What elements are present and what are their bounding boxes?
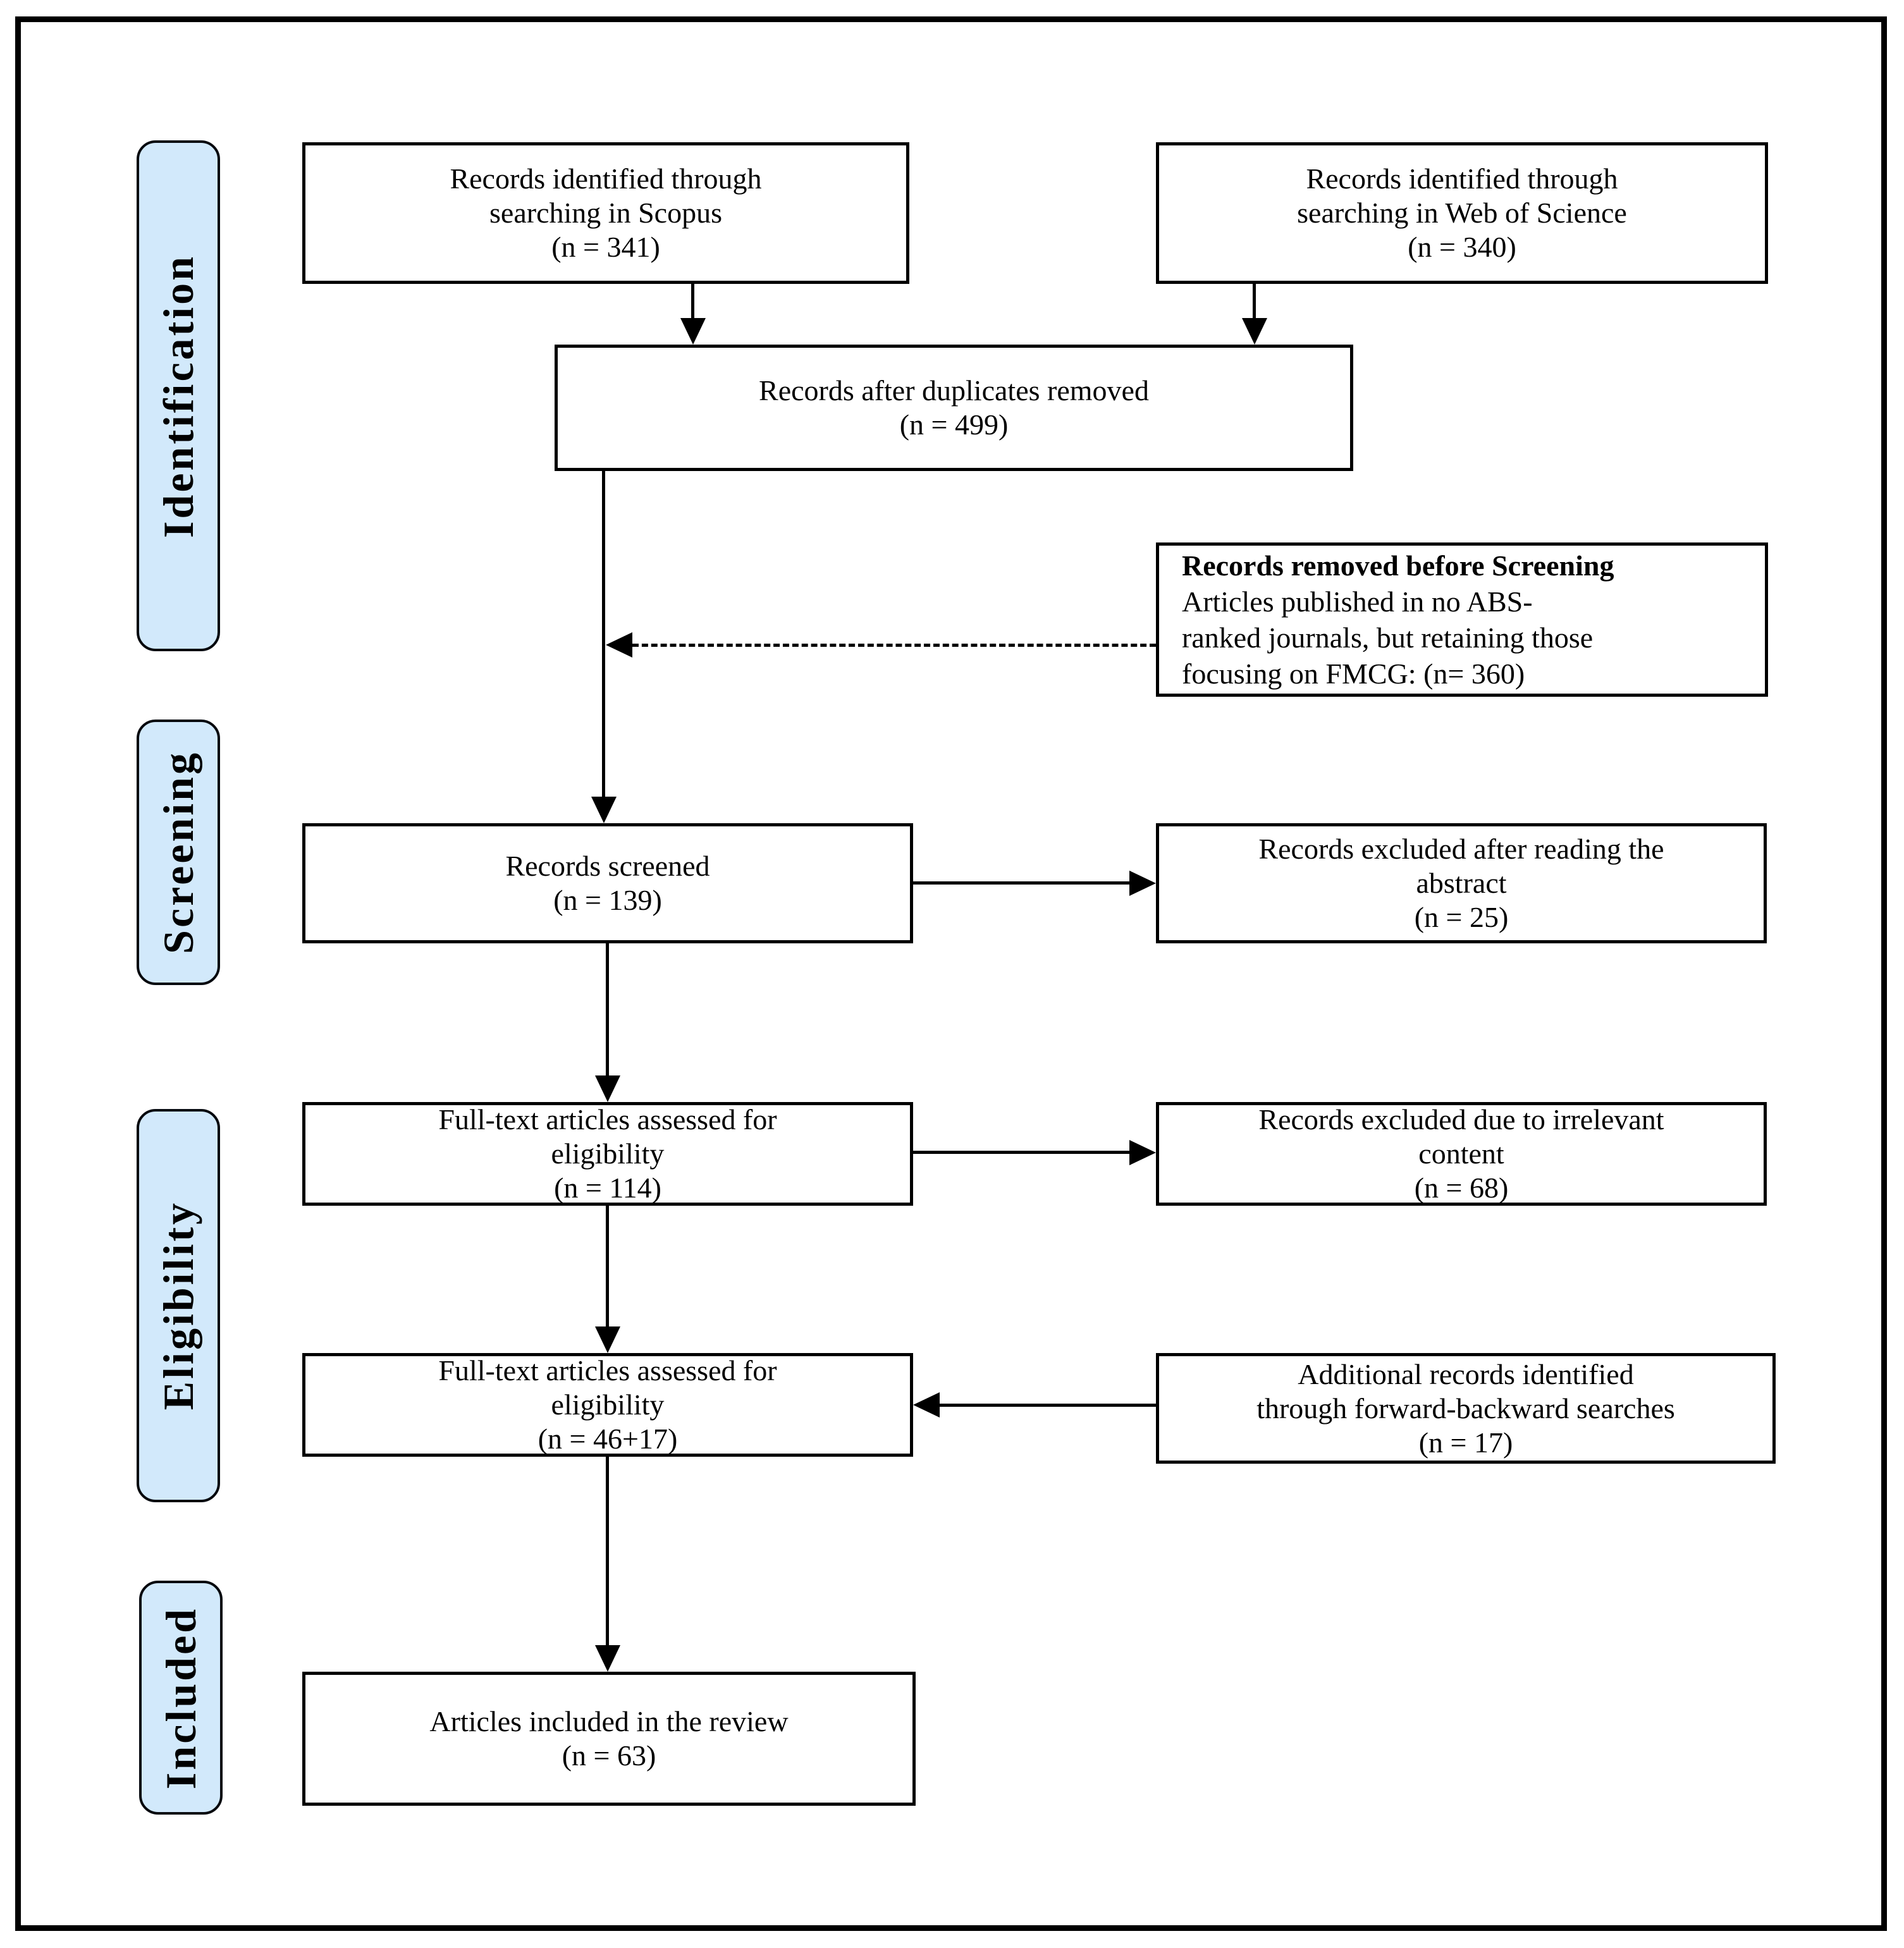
arrow-scopus-to-duplicates-line: [691, 283, 694, 321]
box-duplicates-line: Records after duplicates removed: [759, 374, 1149, 407]
box-additional-records: Additional records identified through fo…: [1156, 1353, 1776, 1464]
box-records-screened: Records screened (n = 139): [302, 823, 913, 943]
arrow-additional-to-fulltext-head: [913, 1392, 940, 1418]
stage-label-eligibility-text: Eligibility: [154, 1201, 202, 1411]
box-fulltext-assessed-first: Full-text articles assessed for eligibil…: [302, 1102, 913, 1206]
box-excluded-abstract-line: abstract: [1416, 867, 1507, 899]
box-additional-line: Additional records identified: [1298, 1357, 1634, 1390]
box-excluded-irrelevant-count: (n = 68): [1414, 1172, 1509, 1204]
box-excluded-irrelevant-line: Records excluded due to irrelevant: [1258, 1103, 1664, 1136]
arrow-additional-to-fulltext-line: [940, 1404, 1156, 1407]
arrow-fulltext-first-to-second-head: [595, 1326, 620, 1353]
box-duplicates-removed: Records after duplicates removed (n = 49…: [555, 345, 1353, 471]
arrow-fulltext-to-irrelevant-head: [1129, 1140, 1156, 1165]
box-screened-line: Records screened: [505, 850, 710, 882]
arrow-fulltext-first-to-second-line: [606, 1206, 609, 1328]
box-records-scopus-line: Records identified through: [450, 162, 762, 195]
box-removed-before-screening: Records removed before Screening Article…: [1156, 542, 1768, 697]
stage-label-identification-text: Identification: [154, 254, 202, 538]
arrow-wos-to-duplicates-line: [1253, 283, 1256, 321]
box-included-line: Articles included in the review: [429, 1705, 789, 1737]
box-fulltext-first-line: Full-text articles assessed for: [438, 1103, 777, 1136]
box-removed-line: ranked journals, but retaining those: [1182, 622, 1594, 654]
arrow-duplicates-to-screened-line: [602, 471, 605, 798]
box-excluded-irrelevant-line: content: [1418, 1137, 1504, 1170]
box-excluded-after-abstract: Records excluded after reading the abstr…: [1156, 823, 1767, 943]
box-fulltext-first-count: (n = 114): [554, 1172, 661, 1204]
box-included-count: (n = 63): [562, 1739, 656, 1772]
arrow-screened-to-excluded-line: [913, 881, 1131, 885]
arrow-fulltext-to-included-head: [595, 1645, 620, 1672]
box-records-web-of-science: Records identified through searching in …: [1156, 142, 1768, 284]
box-records-scopus: Records identified through searching in …: [302, 142, 909, 284]
arrow-fulltext-to-irrelevant-line: [913, 1151, 1131, 1154]
outer-frame: [15, 16, 1887, 1931]
box-articles-included: Articles included in the review (n = 63): [302, 1672, 916, 1806]
arrow-removed-dashed-head: [606, 632, 632, 658]
box-additional-count: (n = 17): [1418, 1426, 1513, 1459]
arrow-wos-to-duplicates-head: [1242, 318, 1267, 345]
box-excluded-abstract-line: Records excluded after reading the: [1258, 833, 1664, 865]
box-screened-count: (n = 139): [553, 884, 662, 916]
arrow-fulltext-to-included-line: [606, 1457, 609, 1646]
box-records-wos-line: Records identified through: [1306, 162, 1618, 195]
stage-label-included-text: Included: [156, 1606, 205, 1789]
arrow-screened-to-fulltext-head: [595, 1075, 620, 1102]
box-additional-line: through forward-backward searches: [1256, 1392, 1675, 1424]
arrow-removed-dashed-line: [632, 644, 1156, 647]
box-records-wos-line: searching in Web of Science: [1297, 197, 1627, 229]
stage-label-screening-text: Screening: [154, 750, 202, 954]
stage-label-identification: Identification: [137, 140, 220, 651]
arrow-screened-to-fulltext-line: [606, 943, 609, 1077]
box-fulltext-second-count: (n = 46+17): [537, 1423, 678, 1455]
box-fulltext-first-line: eligibility: [551, 1137, 665, 1170]
stage-label-screening: Screening: [137, 720, 220, 985]
box-excluded-irrelevant-content: Records excluded due to irrelevant conte…: [1156, 1102, 1767, 1206]
box-removed-line: Articles published in no ABS-: [1182, 585, 1533, 618]
box-records-scopus-count: (n = 341): [551, 231, 660, 263]
box-records-wos-count: (n = 340): [1408, 231, 1516, 263]
box-removed-title: Records removed before Screening: [1182, 549, 1614, 582]
box-excluded-abstract-count: (n = 25): [1414, 901, 1509, 933]
box-fulltext-second-line: eligibility: [551, 1388, 665, 1421]
stage-label-eligibility: Eligibility: [137, 1109, 220, 1502]
stage-label-included: Included: [139, 1581, 223, 1815]
box-duplicates-count: (n = 499): [899, 408, 1009, 441]
box-records-scopus-line: searching in Scopus: [489, 197, 722, 229]
arrow-duplicates-to-screened-head: [591, 797, 617, 823]
arrow-screened-to-excluded-head: [1129, 871, 1156, 896]
box-fulltext-assessed-second: Full-text articles assessed for eligibil…: [302, 1353, 913, 1457]
box-removed-line: focusing on FMCG: (n= 360): [1182, 658, 1525, 690]
box-fulltext-second-line: Full-text articles assessed for: [438, 1354, 777, 1387]
arrow-scopus-to-duplicates-head: [680, 318, 706, 345]
